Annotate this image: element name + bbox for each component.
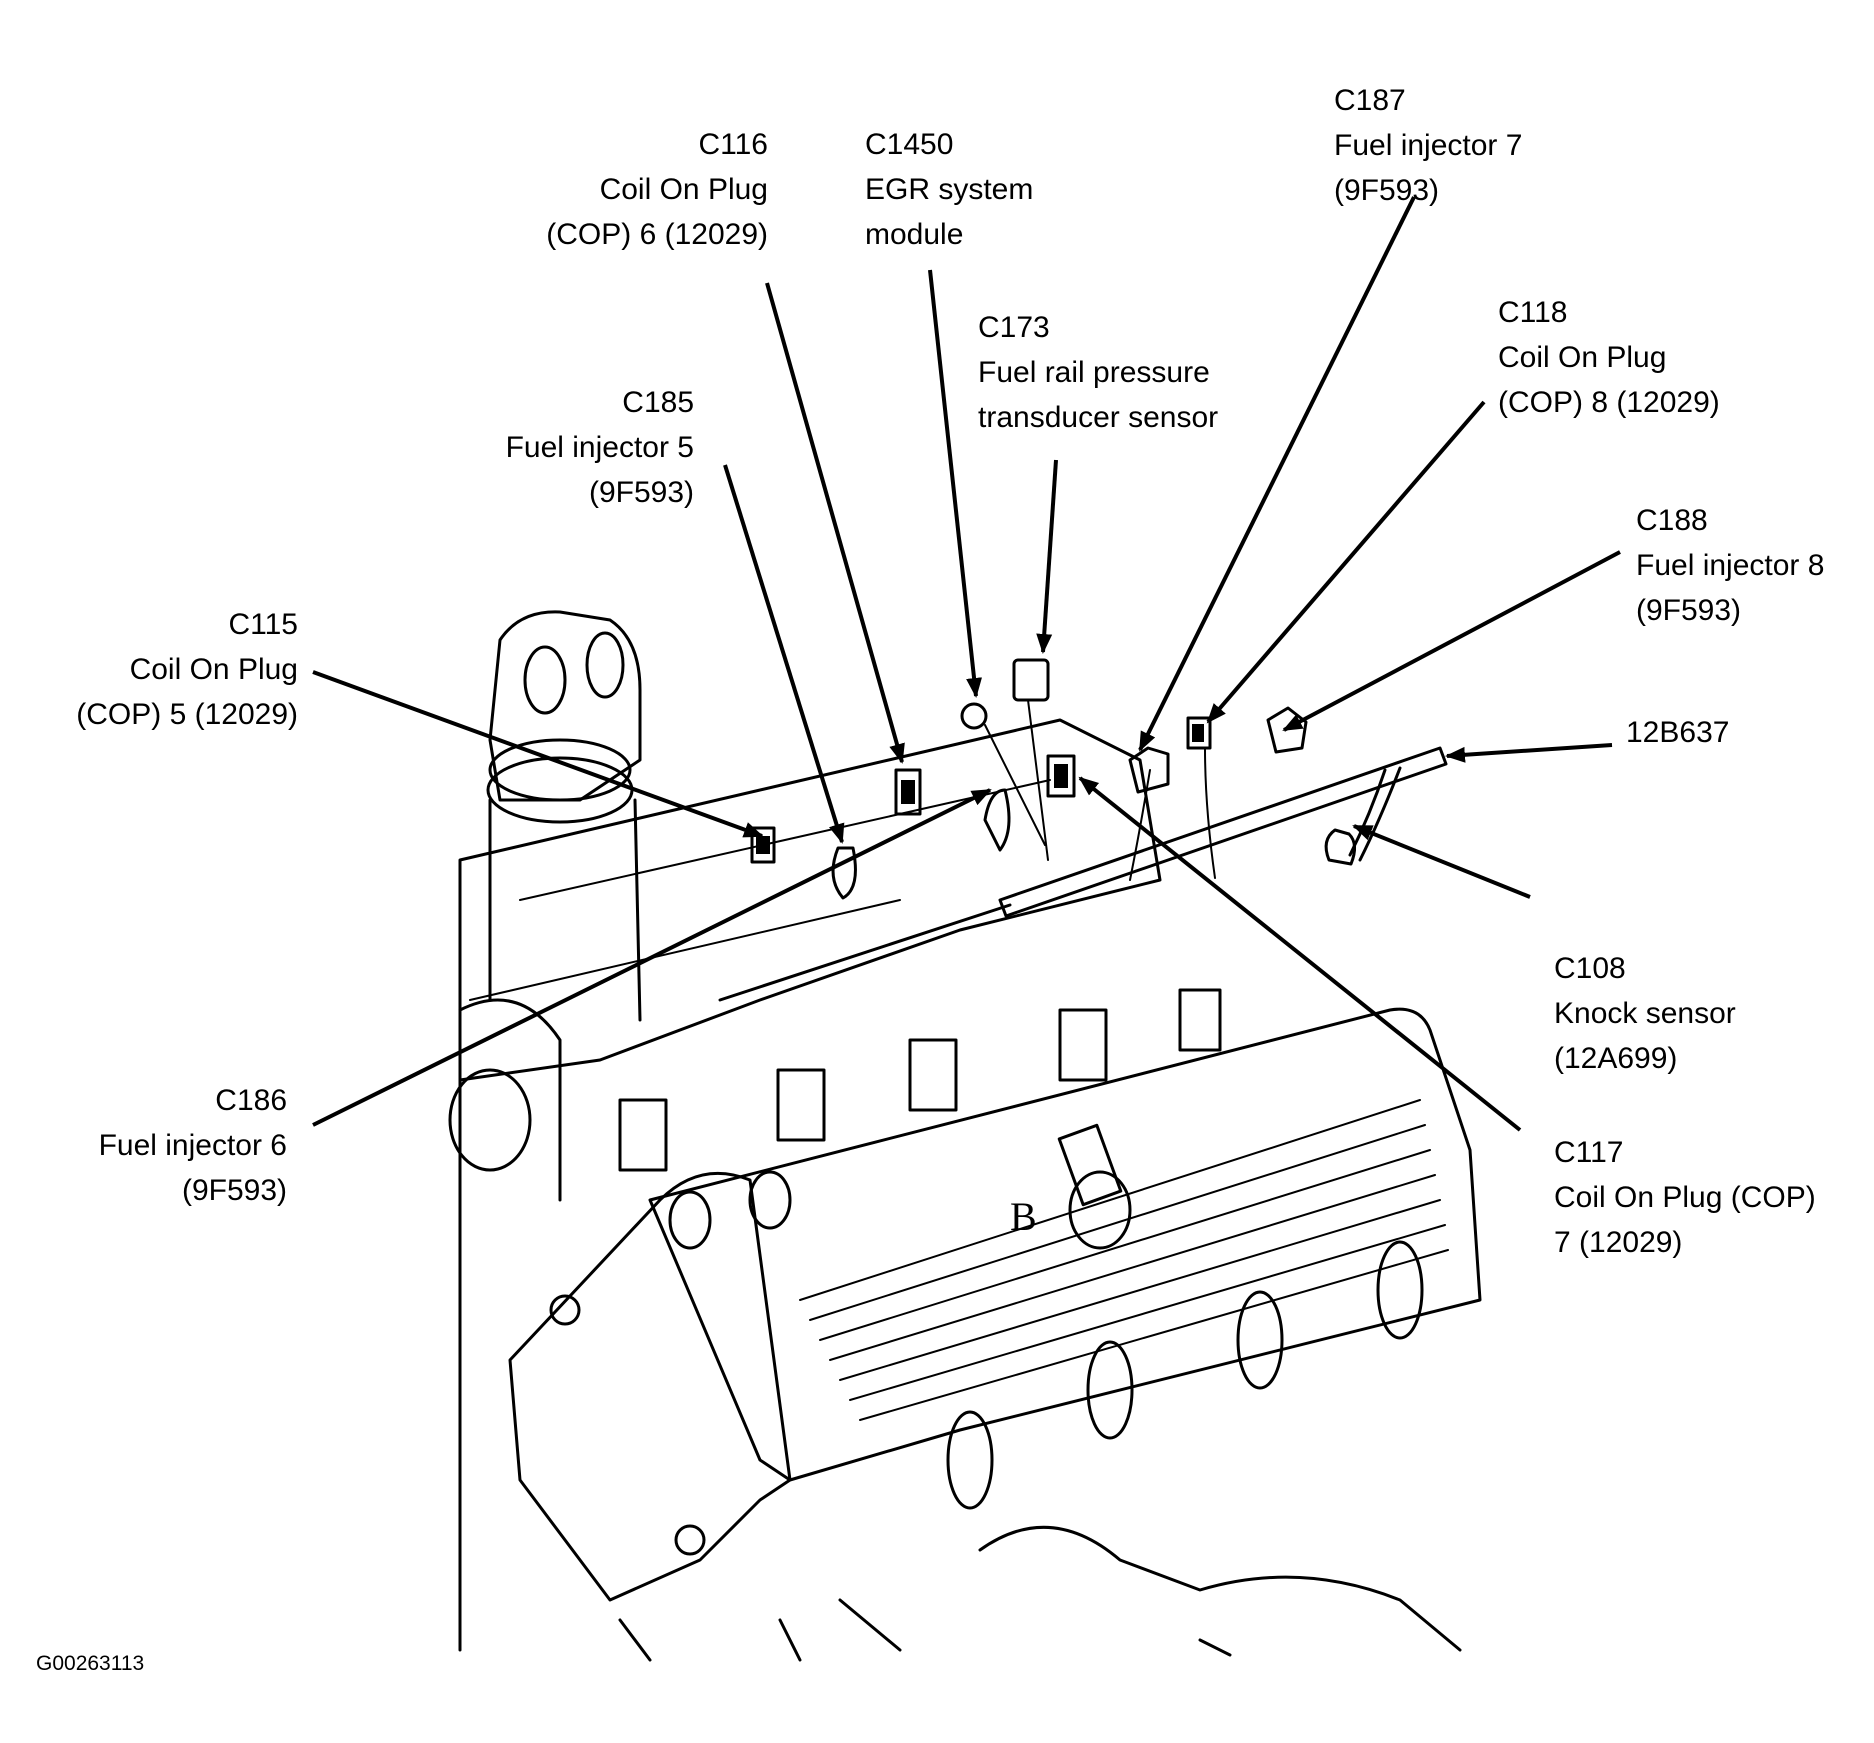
- callout-desc: Coil On Plug: [129, 653, 298, 686]
- callout-desc: (9F593): [1334, 174, 1440, 207]
- connector-c108: [1324, 828, 1356, 866]
- callout-desc: Fuel injector 5: [505, 431, 694, 464]
- leader-c187: [1138, 196, 1416, 752]
- leader-c1450: [928, 269, 983, 698]
- front-cover: [508, 1171, 792, 1602]
- callout-code: C173: [978, 311, 1050, 344]
- callout-c185: C185 Fuel injector 5 (9F593): [506, 380, 694, 515]
- valve-cover: [648, 1007, 1482, 1482]
- callout-code: C118: [1498, 296, 1568, 329]
- callout-desc: (12A699): [1554, 1042, 1678, 1075]
- leader-c108: [1352, 824, 1531, 899]
- callout-desc: Coil On Plug: [1498, 341, 1667, 374]
- callout-code: C108: [1554, 952, 1626, 985]
- callout-desc: Fuel injector 6: [98, 1129, 287, 1162]
- callout-code: C1450: [865, 128, 954, 161]
- leader-c185: [723, 464, 845, 844]
- callout-code: C186: [215, 1084, 287, 1117]
- callout-c186: C186 Fuel injector 6 (9F593): [99, 1078, 287, 1213]
- leader-12b637: [1445, 743, 1613, 763]
- valve-cover-ribs: [799, 1099, 1449, 1421]
- callout-code: C116: [698, 128, 769, 161]
- callout-desc: Coil On Plug: [599, 173, 768, 206]
- engine-illustration: B: [448, 610, 1482, 1662]
- callout-desc: Fuel rail pressure: [978, 356, 1210, 389]
- fuel-rail-tube: [998, 746, 1448, 918]
- leader-c173: [1036, 459, 1058, 654]
- callout-code: C115: [228, 608, 299, 641]
- callout-code: C185: [622, 386, 694, 419]
- connector-c186: [983, 788, 1011, 852]
- leader-c115: [312, 670, 764, 838]
- callout-desc: Coil On Plug (COP): [1554, 1181, 1816, 1214]
- callout-c117: C117 Coil On Plug (COP) 7 (12029): [1554, 1130, 1816, 1265]
- callout-desc: 7 (12029): [1554, 1226, 1683, 1259]
- leader-c116: [765, 282, 905, 764]
- callout-c118: C118 Coil On Plug (COP) 8 (12029): [1498, 290, 1720, 425]
- leader-c186: [312, 788, 992, 1127]
- callout-desc: (COP) 5 (12029): [76, 698, 298, 731]
- callout-desc: (COP) 6 (12029): [546, 218, 768, 251]
- callout-desc: EGR system: [865, 173, 1034, 206]
- leader-c188: [1282, 550, 1621, 732]
- connector-c185: [831, 846, 857, 900]
- callout-desc: Knock sensor: [1554, 997, 1736, 1030]
- callout-c115: C115 Coil On Plug (COP) 5 (12029): [76, 602, 298, 737]
- callout-desc: (9F593): [588, 476, 694, 509]
- bracket-hole: [585, 631, 625, 699]
- callout-c116: C116 Coil On Plug (COP) 6 (12029): [546, 122, 768, 257]
- connector-c188: [1266, 706, 1308, 754]
- cover-mark: B: [1010, 1194, 1037, 1239]
- callout-desc: (9F593): [181, 1174, 287, 1207]
- coil-row: [618, 988, 1222, 1172]
- cover-bolts: [549, 1240, 1424, 1556]
- callout-code: 12B637: [1626, 716, 1730, 749]
- leader-lines: [312, 196, 1621, 1132]
- callout-code: C117: [1554, 1136, 1624, 1169]
- oil-filler: [1057, 1123, 1123, 1207]
- callout-desc: Fuel injector 8: [1636, 549, 1825, 582]
- figure-id: G00263113: [36, 1652, 145, 1675]
- bracket-hole: [523, 645, 567, 715]
- callout-c108: C108 Knock sensor (12A699): [1554, 946, 1736, 1081]
- callout-code: C187: [1334, 84, 1406, 117]
- callout-c1450: C1450 EGR system module: [865, 122, 1033, 257]
- connector-c118: [1186, 716, 1212, 750]
- callout-desc: Fuel injector 7: [1334, 129, 1523, 162]
- callout-c187: C187 Fuel injector 7 (9F593): [1334, 78, 1522, 213]
- callout-code: C188: [1636, 504, 1708, 537]
- callout-12b637: 12B637: [1626, 710, 1729, 755]
- connector-c173: [1012, 658, 1050, 702]
- leader-c118: [1206, 400, 1486, 724]
- callout-c188: C188 Fuel injector 8 (9F593): [1636, 498, 1824, 633]
- callout-c173: C173 Fuel rail pressure transducer senso…: [978, 305, 1218, 440]
- callout-desc: (9F593): [1636, 594, 1742, 627]
- callout-desc: transducer sensor: [978, 401, 1219, 434]
- callout-desc: module: [865, 218, 964, 251]
- connector-c1450: [960, 702, 988, 730]
- rear-lifting-bracket: [488, 610, 642, 802]
- connector-c116: [894, 768, 922, 816]
- callout-desc: (COP) 8 (12029): [1498, 386, 1720, 419]
- leader-c117: [1078, 776, 1522, 1132]
- connector-c117: [1046, 754, 1076, 798]
